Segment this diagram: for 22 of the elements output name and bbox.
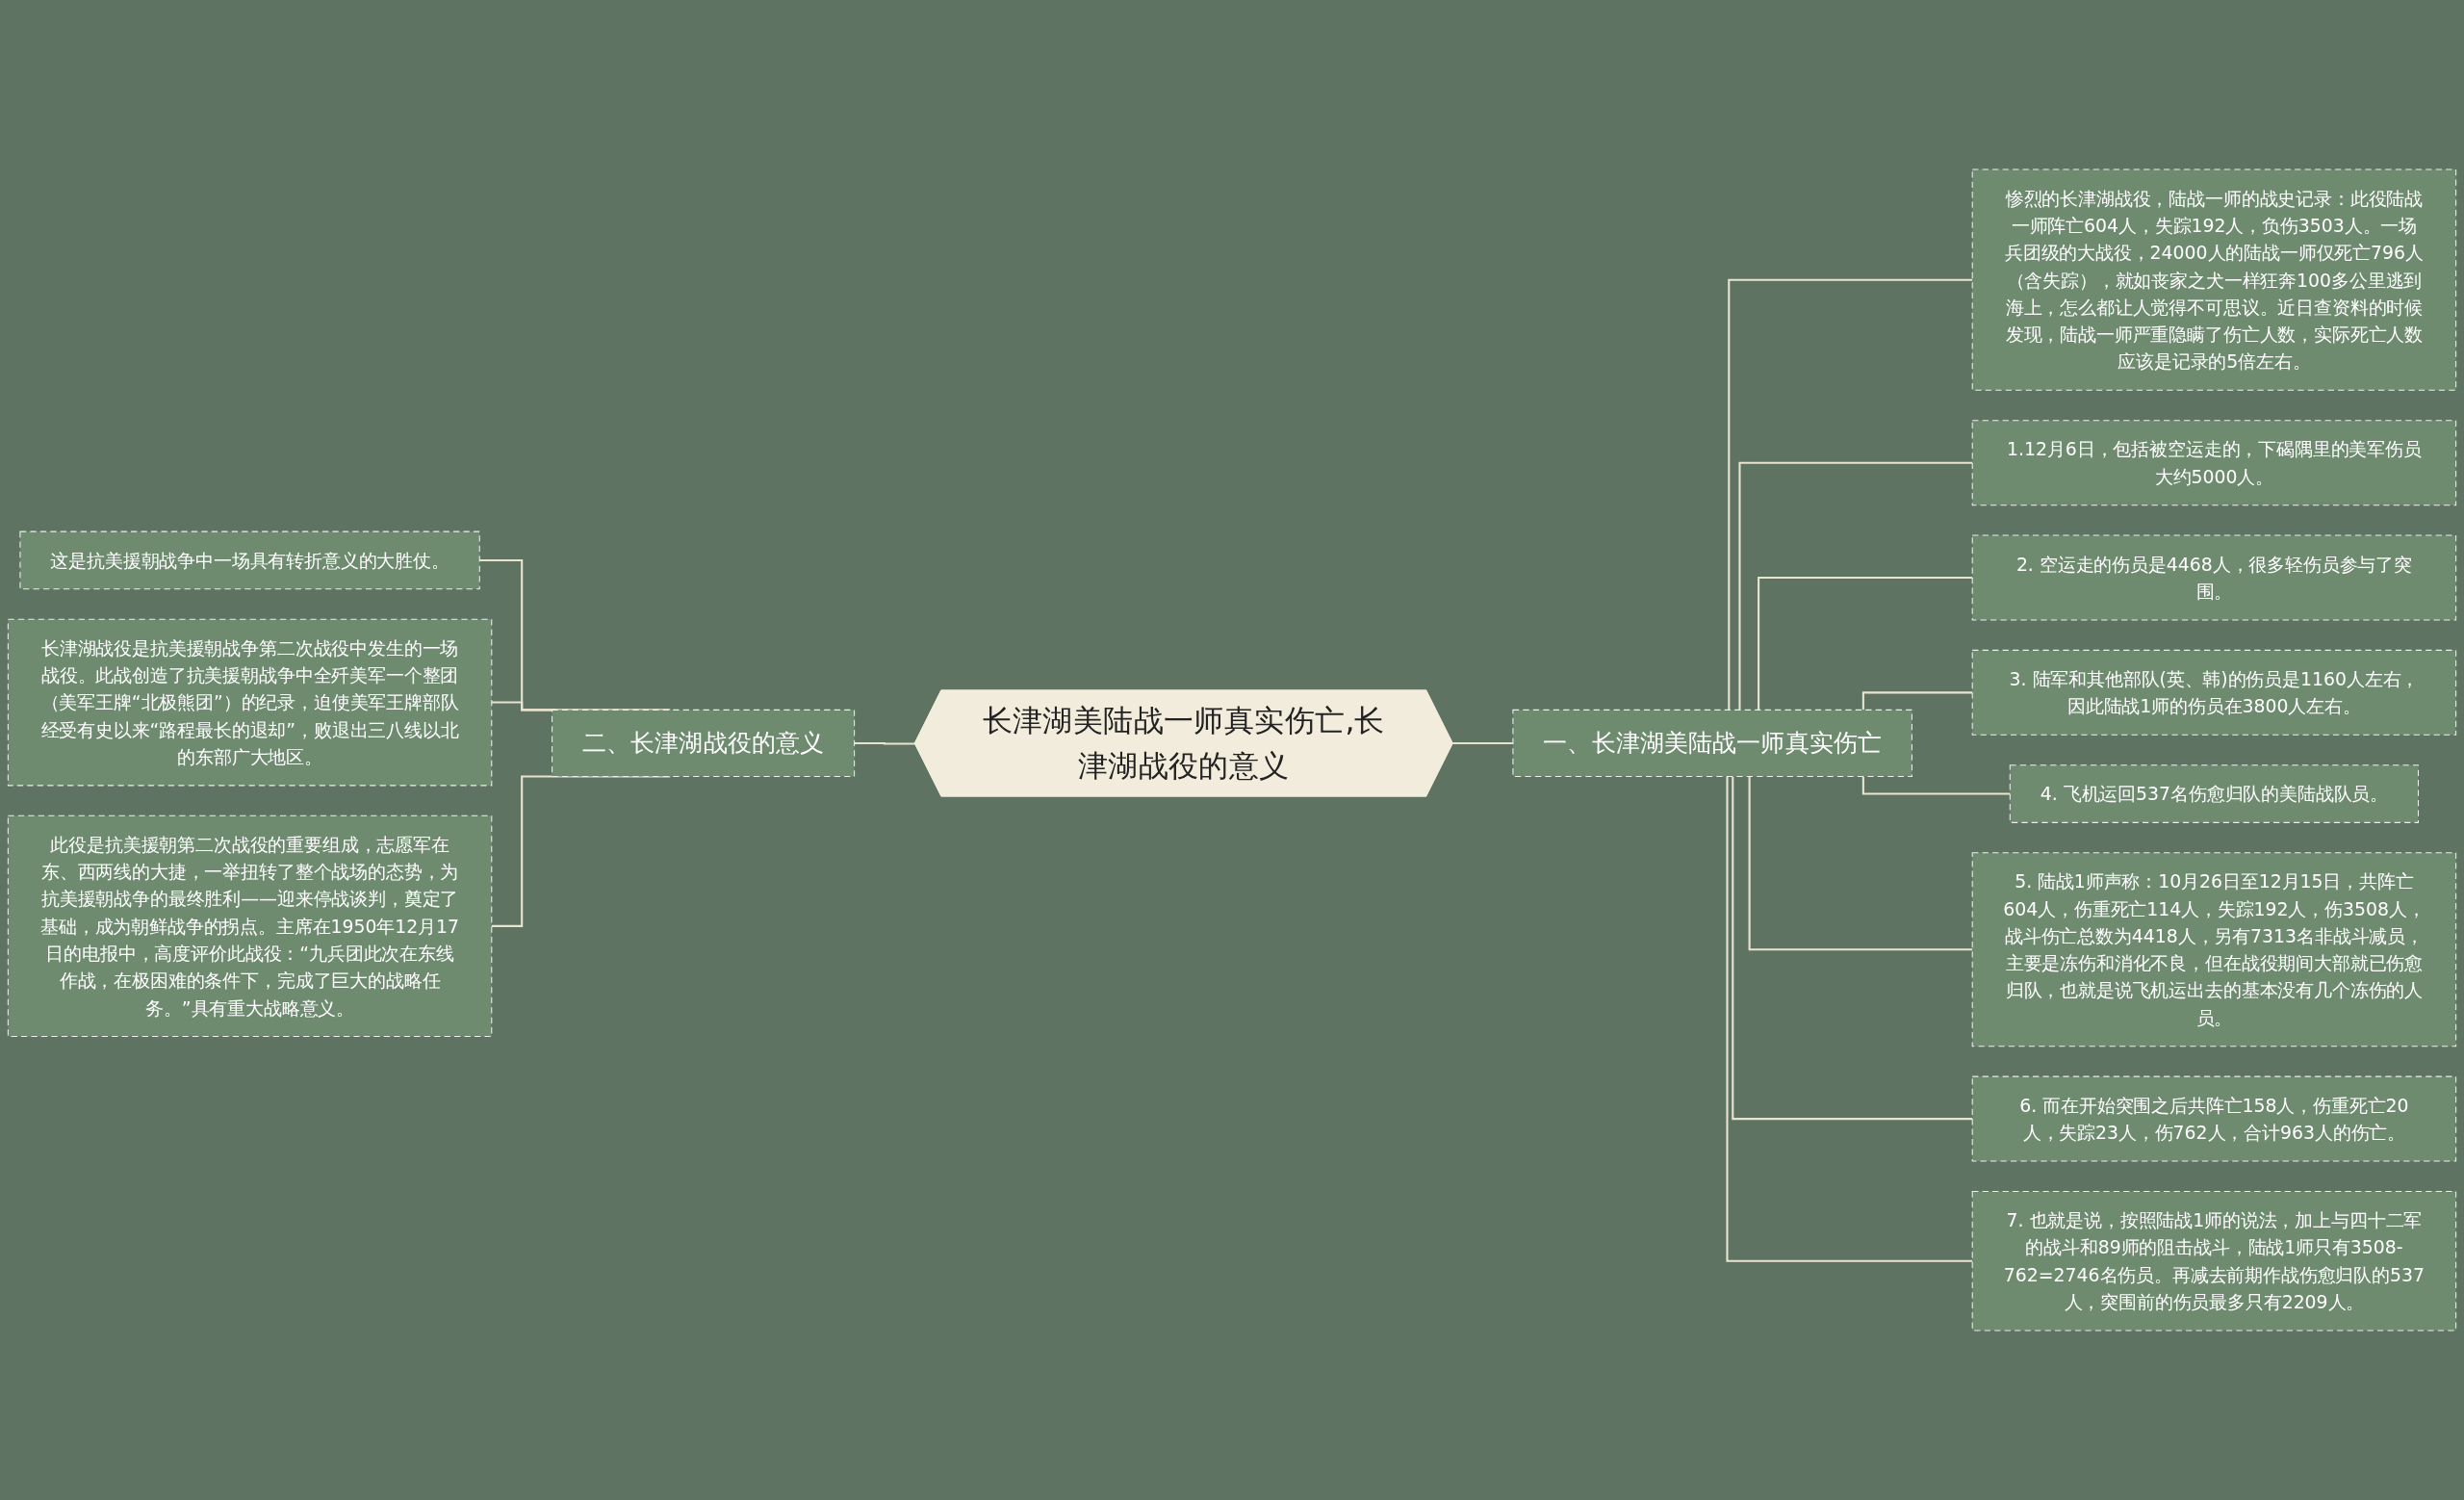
node-box: 惨烈的长津湖战役，陆战一师的战史记录：此役陆战一师阵亡604人，失踪192人，负伤3503人。一场兵团级的大战役，24000人的陆战一师仅死亡796人（含失踪），就如丧家之犬一样狂奔100多公里逃到海上，怎么都让人觉得不可思议。近日查资料的时候发现，陆战一师严重隐瞒了伤亡人数，实际死亡人数应该是记录的5倍左右。 <box>1971 168 2457 391</box>
connector <box>1726 776 1973 1262</box>
node-box: 一、长津湖美陆战一师真实伤亡 <box>1512 709 1912 777</box>
connector <box>1451 741 1513 745</box>
node-box: 5. 陆战1师声称：10月26日至12月15日，共阵亡604人，伤重死亡114人，失踪192人，伤3508人，战斗伤亡总数为4418人，另有7313名非战斗减员，主要是冻伤和消化不良，但在战役期间大部就已伤愈归队，也就是说飞机运出去的基本没有几个冻伤的人员。 <box>1971 852 2457 1047</box>
node-box: 此役是抗美援朝第二次战役的重要组成，志愿军在东、西两线的大捷，一举扭转了整个战场的态势，为抗美援朝战争的最终胜利——迎来停战谈判，奠定了基础，成为朝鲜战争的拐点。主席在1950年12月17日的电报中，高度评价此战役：“九兵团此次在东线作战，在极困难的条件下，完成了巨大的战略任务。”具有重大战略意义。 <box>7 815 493 1038</box>
node-box: 1.12月6日，包括被空运走的，下碣隅里的美军伤员大约5000人。 <box>1971 420 2457 506</box>
connector <box>1758 576 1973 711</box>
node-box: 6. 而在开始突围之后共阵亡158人，伤重死亡20人，失踪23人，伤762人，合计963人的伤亡。 <box>1971 1075 2457 1162</box>
node-box: 长津湖战役是抗美援朝战争第二次战役中发生的一场战役。此战创造了抗美援朝战争中全歼美军一个整团（美军王牌“北极熊团”）的纪录，迫使美军王牌部队经受有史以来“路程最长的退却”，败退出三八线以北的东部广大地区。 <box>7 618 493 787</box>
node-box: 2. 空运走的伤员是4468人，很多轻伤员参与了突围。 <box>1971 534 2457 621</box>
node-box: 7. 也就是说，按照陆战1师的说法，加上与四十二军的战斗和89师的阻击战斗，陆战1师只有3508-762=2746名伤员。再减去前期作战伤愈归队的537人，突围前的伤员最多只有2209人。 <box>1971 1190 2457 1332</box>
connector <box>1748 776 1973 951</box>
connector <box>1861 776 2011 795</box>
connector <box>1861 691 1973 711</box>
connector <box>1728 278 1973 711</box>
node-box: 4. 飞机运回537名伤愈归队的美陆战队员。 <box>2009 764 2420 823</box>
node-box: 二、长津湖战役的意义 <box>552 709 856 777</box>
node-box: 3. 陆军和其他部队(英、韩)的伤员是1160人左右，因此陆战1师的伤员在3800人左右。 <box>1971 649 2457 736</box>
connector <box>1738 461 1973 711</box>
connector <box>1732 776 1973 1121</box>
node-box: 这是抗美援朝战争中一场具有转折意义的大胜仗。 <box>19 530 480 590</box>
